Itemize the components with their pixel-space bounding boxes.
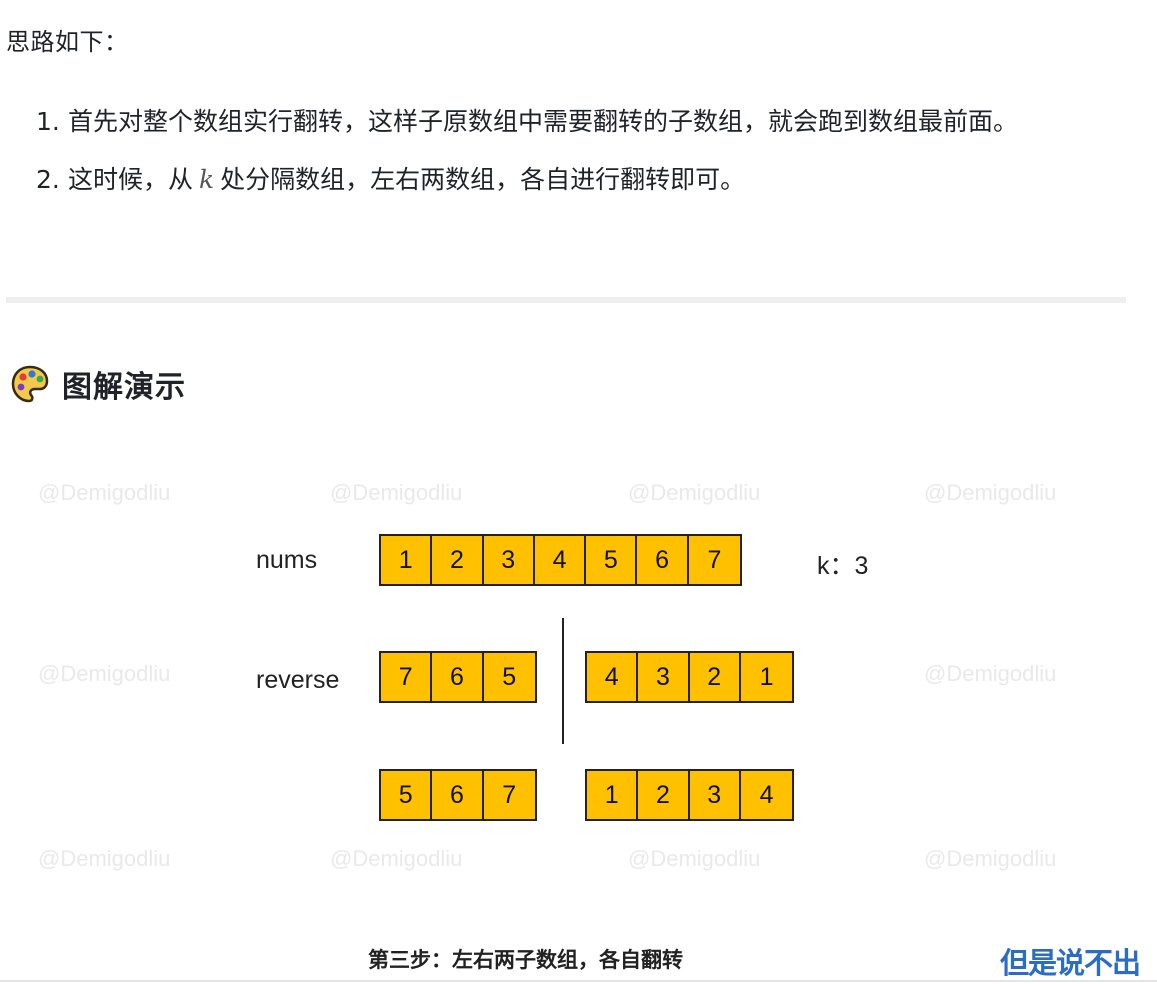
list-item-text: 首先对整个数组实行翻转，这样子原数组中需要翻转的子数组，就会跑到数组最前面。 <box>68 107 1019 136</box>
array-cell: 5 <box>502 662 517 691</box>
horizontal-rule <box>6 297 1126 303</box>
array-cell: 4 <box>759 780 774 809</box>
section-heading: 图解演示 <box>10 362 186 406</box>
k-value-label: k：3 <box>817 552 869 580</box>
array-cell: 7 <box>707 545 722 574</box>
watermark: @Demigodliu <box>924 661 1057 686</box>
array-cell: 3 <box>638 653 690 701</box>
list-item: 1. 首先对整个数组实行翻转，这样子原数组中需要翻转的子数组，就会跑到数组最前面… <box>36 100 1141 144</box>
array-cell: 5 <box>381 771 433 819</box>
array-row-nums: 1 2 3 4 5 6 7 <box>379 534 743 586</box>
array-cell: 1 <box>381 536 433 584</box>
array-row-result-left: 5 6 7 <box>379 769 537 821</box>
watermark: @Demigodliu <box>38 661 171 686</box>
array-cell: 1 <box>759 662 774 691</box>
array-cell: 2 <box>432 536 484 584</box>
list-number: 1. <box>36 107 60 136</box>
watermark: @Demigodliu <box>628 480 761 505</box>
array-cell: 1 <box>587 771 639 819</box>
array-cell: 5 <box>586 536 638 584</box>
diagram-figure: @Demigodliu @Demigodliu @Demigodliu @Dem… <box>0 458 1157 984</box>
array-cell: 7 <box>502 780 517 809</box>
array-cell: 3 <box>484 536 535 584</box>
array-cell: 6 <box>432 653 484 701</box>
array-cell: 4 <box>535 536 587 584</box>
reverse-label: reverse <box>256 666 340 694</box>
array-row-result-right: 1 2 3 4 <box>585 769 795 821</box>
array-cell: 7 <box>381 653 433 701</box>
watermark: @Demigodliu <box>628 846 761 871</box>
watermark: @Demigodliu <box>38 480 171 505</box>
steps-list: 1. 首先对整个数组实行翻转，这样子原数组中需要翻转的子数组，就会跑到数组最前面… <box>36 100 1141 216</box>
math-variable: k <box>199 165 215 194</box>
intro-text: 思路如下： <box>6 28 129 56</box>
watermark: @Demigodliu <box>330 846 463 871</box>
palette-icon <box>11 365 49 403</box>
figure-caption: 第三步：左右两子数组，各自翻转 <box>368 948 683 972</box>
array-cell: 6 <box>432 771 484 819</box>
watermark: @Demigodliu <box>924 846 1057 871</box>
array-cell: 2 <box>638 771 690 819</box>
array-row-reverse-left: 7 6 5 <box>379 651 537 703</box>
slider-control-badge[interactable]: 但是说不出 <box>1000 946 1141 980</box>
list-item-text: 处分隔数组，左右两数组，各自进行翻转即可。 <box>220 165 746 194</box>
array-cell: 3 <box>690 771 741 819</box>
list-number: 2. <box>36 165 60 194</box>
watermark: @Demigodliu <box>924 480 1057 505</box>
nums-label: nums <box>256 546 318 574</box>
array-cell: 2 <box>690 653 741 701</box>
array-cell: 4 <box>587 653 639 701</box>
list-item-text: 这时候，从 <box>68 165 194 194</box>
split-divider <box>562 618 564 744</box>
bottom-divider <box>0 980 1157 982</box>
watermark: @Demigodliu <box>330 480 463 505</box>
array-cell: 6 <box>637 536 689 584</box>
watermark: @Demigodliu <box>38 846 171 871</box>
array-row-reverse-right: 4 3 2 1 <box>585 651 795 703</box>
section-title: 图解演示 <box>62 370 186 405</box>
